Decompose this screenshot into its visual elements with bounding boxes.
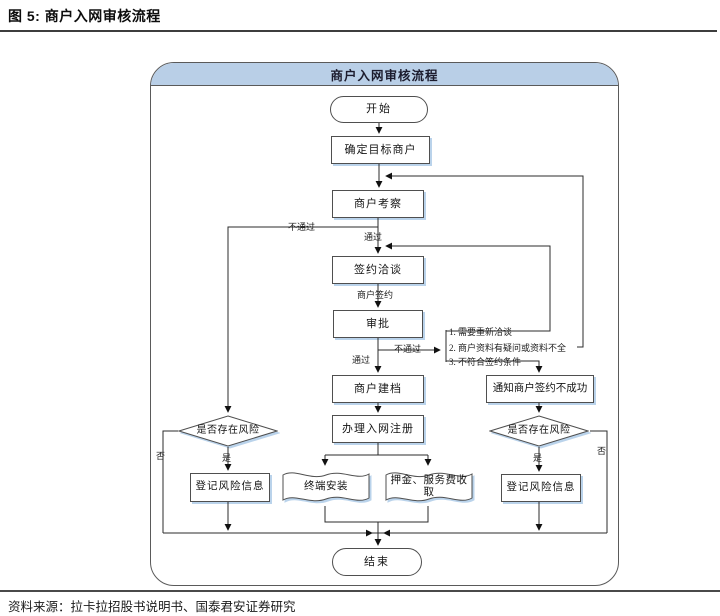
edge-label-approve-fail: 不通过: [394, 344, 422, 354]
node-notify-sign-fail: 通知商户签约不成功: [486, 375, 594, 403]
document-terminal-install: 终端安装: [280, 468, 372, 506]
fail-reason-2: 2. 商户资料有疑问或资料不全: [449, 343, 567, 353]
node-log-risk-right: 登记风险信息: [501, 474, 581, 502]
node-merchant-archive: 商户建档: [332, 375, 424, 403]
figure-caption: 图 5: 商户入网审核流程: [8, 8, 161, 24]
document-terminal-install-label: 终端安装: [304, 480, 348, 492]
edge-label-approve-pass: 通过: [352, 355, 371, 365]
edge-label-left-no: 否: [156, 451, 166, 461]
edge-label-right-yes: 是: [533, 453, 543, 463]
edge-label-inspect-pass: 通过: [364, 232, 383, 242]
fail-reason-3: 3. 不符合签约条件: [449, 357, 522, 367]
bottom-divider: [0, 590, 720, 592]
decision-risk-left: 是否存在风险: [178, 415, 278, 447]
top-divider: [0, 30, 717, 32]
decision-risk-right: 是否存在风险: [489, 415, 589, 447]
source-note: 资料来源：拉卡拉招股书说明书、国泰君安证券研究: [8, 600, 296, 614]
fail-reason-1: 1. 需要重新洽谈: [449, 327, 513, 337]
node-determine-target: 确定目标商户: [331, 136, 430, 164]
node-start: 开始: [330, 96, 428, 123]
node-log-risk-left: 登记风险信息: [190, 473, 270, 502]
decision-risk-right-label: 是否存在风险: [507, 425, 571, 437]
document-deposit-fee: 押金、服务费收取: [383, 468, 475, 506]
document-deposit-fee-label: 押金、服务费收取: [390, 474, 468, 498]
edge-label-inspect-fail: 不通过: [288, 222, 316, 232]
node-end: 结束: [332, 548, 422, 576]
node-approve: 审批: [333, 310, 423, 338]
flowchart-panel-header: 商户入网审核流程: [151, 63, 618, 86]
edge-label-left-yes: 是: [222, 453, 232, 463]
node-contract-negotiate: 签约洽谈: [332, 256, 424, 284]
node-network-register: 办理入网注册: [332, 415, 424, 443]
edge-label-right-no: 否: [597, 446, 607, 456]
node-merchant-inspect: 商户考察: [332, 190, 424, 218]
edge-label-merchant-sign: 商户签约: [357, 290, 394, 300]
decision-risk-left-label: 是否存在风险: [196, 425, 260, 437]
